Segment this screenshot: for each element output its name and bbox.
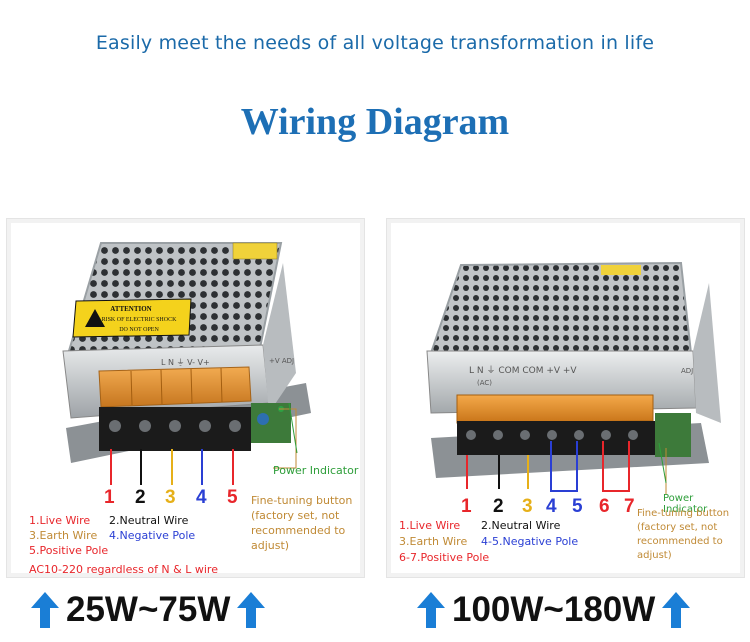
right-rating-sticker — [601, 265, 641, 275]
right-terminal-marks: L N ⏚ COM COM +V +V — [469, 365, 577, 376]
right-wattage-label: 100W~180W — [452, 590, 656, 629]
left-rating-sticker — [232, 242, 278, 260]
left-number-3: 3 — [165, 487, 176, 508]
left-number-4: 4 — [196, 487, 207, 508]
right-legend-earth: 3.Earth Wire — [399, 535, 468, 548]
right-wattage-footer: 100W~180W — [416, 585, 691, 635]
right-legend-neutral: 2.Neutral Wire — [481, 519, 561, 532]
do-not-open-text: DO NOT OPEN — [119, 327, 159, 333]
right-number-1: 1 — [461, 496, 472, 517]
left-legend-negative: 4.Negative Pole — [109, 529, 196, 542]
tagline: Easily meet the needs of all voltage tra… — [95, 32, 655, 54]
right-number-7: 7 — [624, 496, 635, 517]
page-title: Wiring Diagram — [240, 101, 510, 143]
right-number-4: 4 — [546, 496, 557, 517]
right-ac-mark: (AC) — [477, 379, 492, 387]
left-side-face — [263, 263, 296, 413]
right-power-supply-illustration: L N ⏚ COM COM +V +V (AC) ADJ — [426, 261, 721, 495]
right-number-5: 5 — [572, 496, 583, 517]
left-number-5: 5 — [227, 487, 238, 508]
right-power-indicator-label: Power Indicator — [663, 493, 708, 515]
left-number-2: 2 — [135, 487, 146, 508]
up-arrow-icon — [662, 592, 691, 628]
risk-text: RISK OF ELECTRIC SHOCK — [102, 317, 178, 323]
right-number-3: 3 — [522, 496, 533, 517]
right-side-face — [693, 283, 721, 423]
left-power-supply-illustration: ATTENTION RISK OF ELECTRIC SHOCK DO NOT … — [62, 242, 311, 485]
up-arrow-icon — [417, 592, 445, 628]
left-legend-note: AC10-220 regardless of N & L wire — [29, 563, 218, 576]
right-terminal-cover — [456, 394, 654, 424]
left-panel-inner: ATTENTION RISK OF ELECTRIC SHOCK DO NOT … — [11, 223, 360, 576]
left-terminal-marks: L N ⏚ V- V+ — [161, 358, 210, 367]
right-panel-inner: L N ⏚ COM COM +V +V (AC) ADJ 1 2 3 4 5 6 — [391, 223, 740, 573]
left-fine-tuning-note: Fine-tuning button (factory set, not rec… — [251, 494, 353, 552]
left-diagram-panel: ATTENTION RISK OF ELECTRIC SHOCK DO NOT … — [6, 218, 365, 578]
right-legend-positive: 6-7.Positive Pole — [399, 551, 490, 564]
up-arrow-icon — [31, 592, 59, 628]
right-adj-mark: ADJ — [681, 367, 693, 375]
left-power-indicator-label: Power Indicator — [273, 464, 359, 477]
right-pcb — [655, 413, 691, 457]
right-top-cover — [429, 261, 693, 354]
right-legend-live: 1.Live Wire — [399, 519, 461, 532]
left-warning-sticker — [72, 298, 192, 338]
left-legend-neutral: 2.Neutral Wire — [109, 514, 189, 527]
right-number-2: 2 — [493, 496, 504, 517]
left-wattage-label: 25W~75W — [66, 590, 231, 629]
left-adj-mark: +V ADJ — [269, 357, 294, 365]
attention-text: ATTENTION — [110, 305, 152, 313]
right-number-6: 6 — [599, 496, 610, 517]
right-diagram-panel: L N ⏚ COM COM +V +V (AC) ADJ 1 2 3 4 5 6 — [386, 218, 745, 578]
left-legend-positive: 5.Positive Pole — [29, 544, 109, 557]
left-wattage-footer: 25W~75W — [30, 585, 266, 635]
left-pcb — [251, 403, 291, 443]
left-legend-live: 1.Live Wire — [29, 514, 91, 527]
left-terminal-cover — [98, 366, 252, 408]
left-legend-earth: 3.Earth Wire — [29, 529, 98, 542]
left-number-1: 1 — [104, 487, 115, 508]
right-legend-negative: 4-5.Negative Pole — [481, 535, 579, 548]
right-fine-tuning-note: Fine-tuning button (factory set, not rec… — [637, 508, 730, 561]
up-arrow-icon — [237, 592, 266, 628]
